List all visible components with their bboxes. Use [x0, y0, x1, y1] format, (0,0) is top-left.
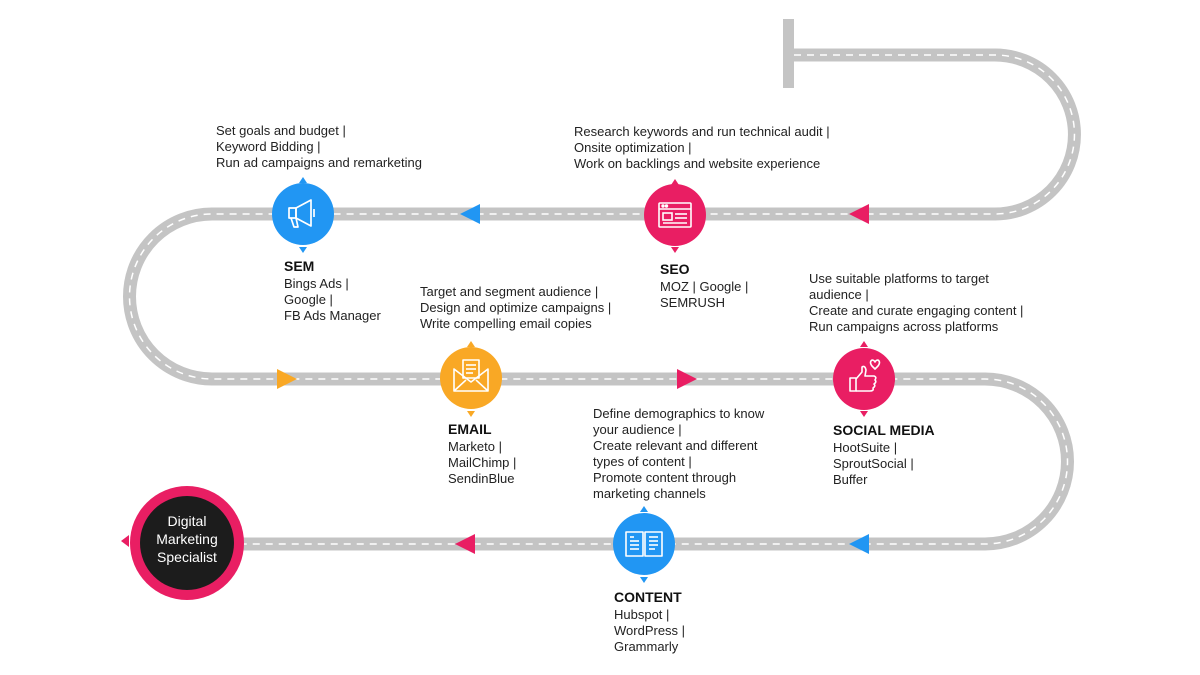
sem-task-line: Keyword Bidding | — [216, 139, 321, 154]
social-tool-line: Buffer — [833, 472, 868, 487]
seo-task-line: Onsite optimization | — [574, 140, 692, 155]
content-task-line: Define demographics to know — [593, 406, 765, 421]
sem-tool-line: FB Ads Manager — [284, 308, 381, 323]
social-label: SOCIAL MEDIA HootSuite | SproutSocial | … — [833, 422, 935, 488]
final-title-line: Marketing — [156, 531, 218, 547]
email-node — [440, 341, 502, 417]
email-task-line: Target and segment audience | — [420, 284, 599, 299]
seo-task-line: Research keywords and run technical audi… — [574, 124, 830, 139]
direction-arrow — [460, 204, 480, 224]
direction-arrow — [677, 369, 697, 389]
browser-window-icon — [658, 202, 692, 228]
sem-tool-line: Google | — [284, 292, 333, 307]
content-task-line: your audience | — [593, 422, 682, 437]
seo-tool-line: SEMRUSH — [660, 295, 726, 310]
final-title-line: Digital — [167, 513, 207, 529]
social-node — [833, 341, 895, 417]
content-task-line: Create relevant and different — [593, 438, 758, 453]
email-task-line: Write compelling email copies — [420, 316, 592, 331]
open-book-icon — [625, 531, 663, 557]
sem-label: SEM Bings Ads | Google | FB Ads Manager — [284, 258, 381, 324]
direction-arrow — [455, 534, 475, 554]
content-tool-line: WordPress | — [614, 623, 686, 638]
content-task-line: marketing channels — [593, 486, 706, 501]
content-label: CONTENT Hubspot | WordPress | Grammarly — [614, 589, 685, 655]
email-tool-line: SendinBlue — [448, 471, 515, 486]
social-task-line: Run campaigns across platforms — [809, 319, 999, 334]
megaphone-icon — [288, 199, 315, 228]
direction-arrow — [849, 204, 869, 224]
final-title-line: Specialist — [157, 549, 217, 565]
content-pointer-up — [640, 506, 648, 512]
social-title: SOCIAL MEDIA — [833, 422, 935, 438]
content-pointer-down — [640, 577, 648, 583]
email-pointer-down — [467, 411, 475, 417]
email-task-line: Design and optimize campaigns | — [420, 300, 612, 315]
content-tasks: Define demographics to know your audienc… — [593, 406, 764, 502]
content-tool-line: Hubspot | — [614, 607, 670, 622]
email-pointer-up — [467, 341, 475, 347]
social-task-line: Use suitable platforms to target — [809, 271, 989, 286]
social-tool-line: SproutSocial | — [833, 456, 914, 471]
seo-tasks: Research keywords and run technical audi… — [574, 124, 830, 172]
sem-pointer-up — [299, 177, 307, 183]
email-tool-line: MailChimp | — [448, 455, 517, 470]
social-task-line: Create and curate engaging content | — [809, 303, 1024, 318]
road-start-marker — [783, 19, 794, 88]
content-tool-line: Grammarly — [614, 639, 679, 654]
content-node — [613, 506, 675, 583]
sem-node — [272, 177, 334, 253]
content-task-line: Promote content through — [593, 470, 737, 485]
content-task-line: types of content | — [593, 454, 692, 469]
email-tasks: Target and segment audience | Design and… — [420, 284, 611, 332]
sem-title: SEM — [284, 258, 315, 274]
sem-tasks: Set goals and budget | Keyword Bidding |… — [216, 123, 422, 171]
seo-task-line: Work on backlings and website experience — [574, 156, 821, 171]
content-title: CONTENT — [614, 589, 682, 605]
sem-pointer-down — [299, 247, 307, 253]
envelope-icon — [453, 359, 489, 392]
social-tasks: Use suitable platforms to target audienc… — [809, 271, 1023, 335]
direction-arrow — [849, 534, 869, 554]
seo-tool-line: MOZ | Google | — [660, 279, 749, 294]
social-pointer-up — [860, 341, 868, 347]
direction-arrow — [277, 369, 297, 389]
social-pointer-down — [860, 411, 868, 417]
social-tool-line: HootSuite | — [833, 440, 898, 455]
email-label: EMAIL Marketo | MailChimp | SendinBlue — [448, 421, 516, 487]
seo-node — [644, 179, 706, 253]
sem-task-line: Run ad campaigns and remarketing — [216, 155, 422, 170]
final-title: Digital Marketing Specialist — [139, 512, 235, 566]
final-node — [121, 486, 244, 600]
seo-title: SEO — [660, 261, 690, 277]
seo-pointer-up — [671, 179, 679, 185]
email-tool-line: Marketo | — [448, 439, 502, 454]
road-center-dash — [128, 54, 1076, 545]
social-task-line: audience | — [809, 287, 869, 302]
thumbs-up-heart-icon — [849, 359, 881, 392]
final-pointer-left — [121, 535, 129, 547]
seo-pointer-down — [671, 247, 679, 253]
sem-task-line: Set goals and budget | — [216, 123, 346, 138]
seo-label: SEO MOZ | Google | SEMRUSH — [660, 261, 748, 311]
sem-tool-line: Bings Ads | — [284, 276, 349, 291]
email-title: EMAIL — [448, 421, 492, 437]
